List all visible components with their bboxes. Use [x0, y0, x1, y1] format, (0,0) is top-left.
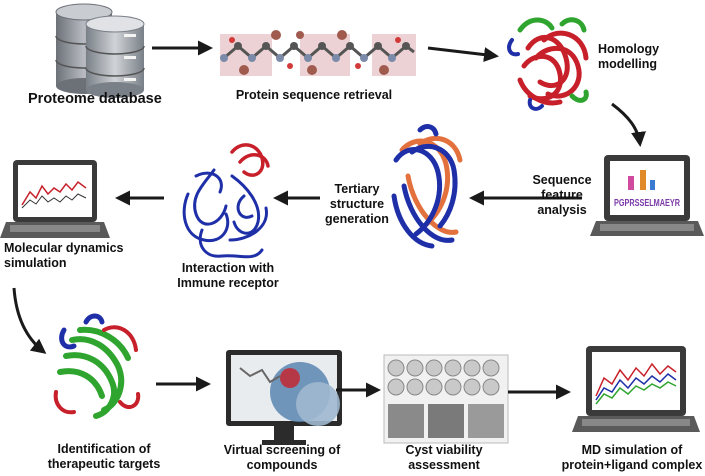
flow-arrows [12, 40, 646, 400]
petri-dish-icon [383, 354, 509, 444]
label-sequence-feature-analysis: Sequence feature analysis [532, 173, 592, 217]
protein-structure-icon [391, 124, 463, 249]
label-tertiary-structure-generation: Tertiary structure generation [325, 182, 389, 226]
label-md-simulation-complex: MD simulation of protein+ligand complex [561, 443, 703, 472]
laptop-icon [572, 346, 700, 432]
database-icon [55, 3, 145, 98]
protein-structure-icon [182, 143, 270, 259]
label-homology-modelling: Homology modelling [598, 42, 660, 71]
label-molecular-dynamics-simulation: Molecular dynamics simulation [4, 241, 124, 270]
sequence-logo-text: PGPRSSELMAEYR [614, 198, 681, 209]
protein-structure-icon [507, 17, 589, 111]
monitor-icon [226, 350, 342, 445]
laptop-icon: PGPRSSELMAEYR [590, 155, 704, 236]
label-proteome-database: Proteome database [28, 91, 162, 107]
label-identification-targets: Identification of therapeutic targets [47, 442, 161, 471]
protein-structure-icon [53, 313, 141, 419]
label-cyst-viability: Cyst viability assessment [405, 443, 483, 472]
label-interaction-immune-receptor: Interaction with Immune receptor [177, 261, 279, 290]
label-virtual-screening: Virtual screening of compounds [223, 443, 341, 472]
laptop-icon [0, 160, 110, 238]
label-protein-sequence-retrieval: Protein sequence retrieval [235, 88, 393, 102]
sequence-chain-icon [220, 30, 416, 76]
